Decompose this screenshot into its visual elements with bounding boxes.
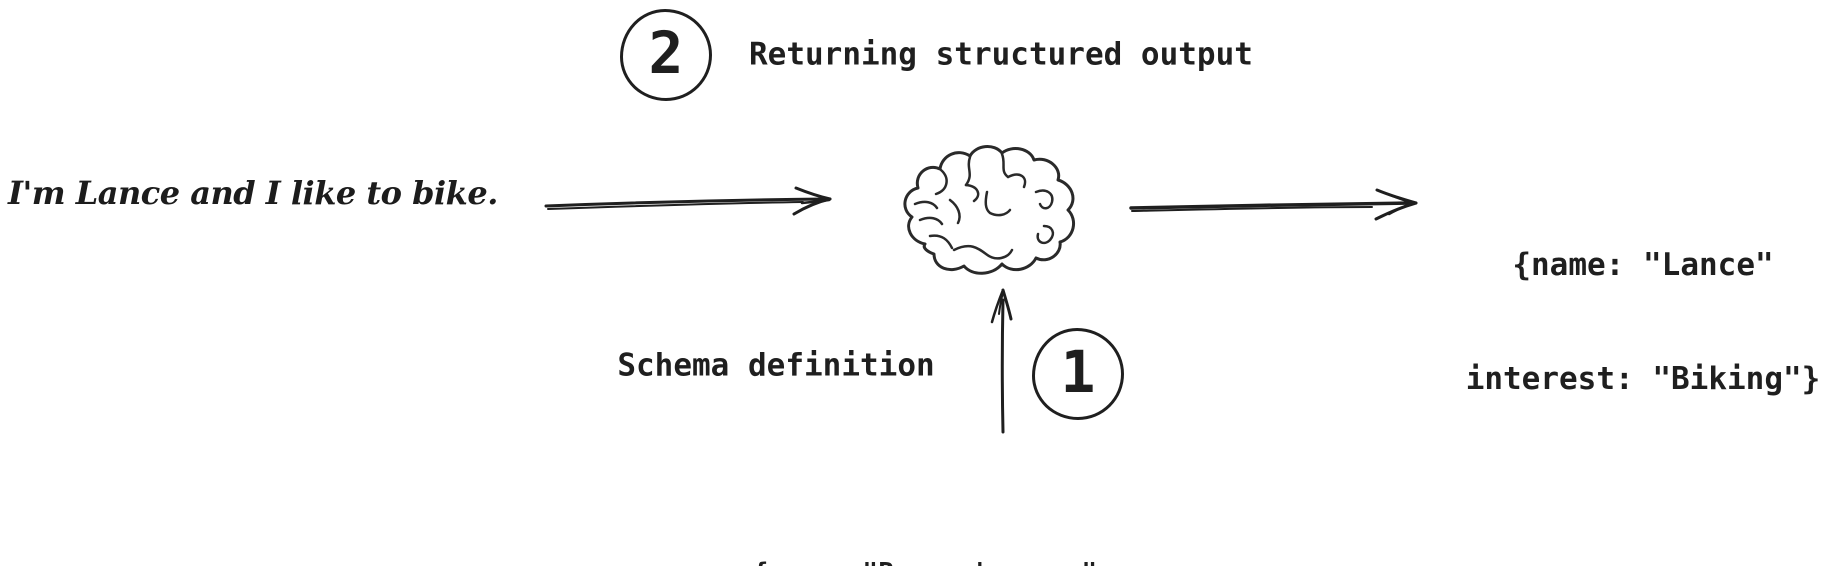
output-json-line1: {name: "Lance": [1512, 247, 1774, 283]
step-1-badge: 1: [1032, 328, 1124, 420]
step-2-label: Returning structured output: [749, 36, 1253, 73]
llm-to-output-arrow-icon: [1128, 186, 1428, 230]
input-message-text: I'm Lance and I like to bike.: [8, 174, 498, 212]
step-2-number: 2: [648, 19, 684, 87]
schema-definition-json: {name: "Person's name" interest: "Person…: [690, 476, 1160, 566]
brain-icon: [895, 143, 1085, 283]
step-1-label: Schema definition: [617, 347, 935, 384]
step-2-badge: 2: [620, 9, 712, 101]
output-json-line2: interest: "Biking"}: [1465, 361, 1821, 397]
structured-output-json: {name: "Lance" interest: "Biking"}: [1466, 170, 1821, 474]
input-to-llm-arrow-icon: [543, 184, 843, 224]
schema-json-line1: {name: "Person's name": [690, 554, 1160, 566]
step-1-number: 1: [1060, 338, 1096, 406]
schema-to-llm-arrow-icon: [986, 286, 1020, 434]
